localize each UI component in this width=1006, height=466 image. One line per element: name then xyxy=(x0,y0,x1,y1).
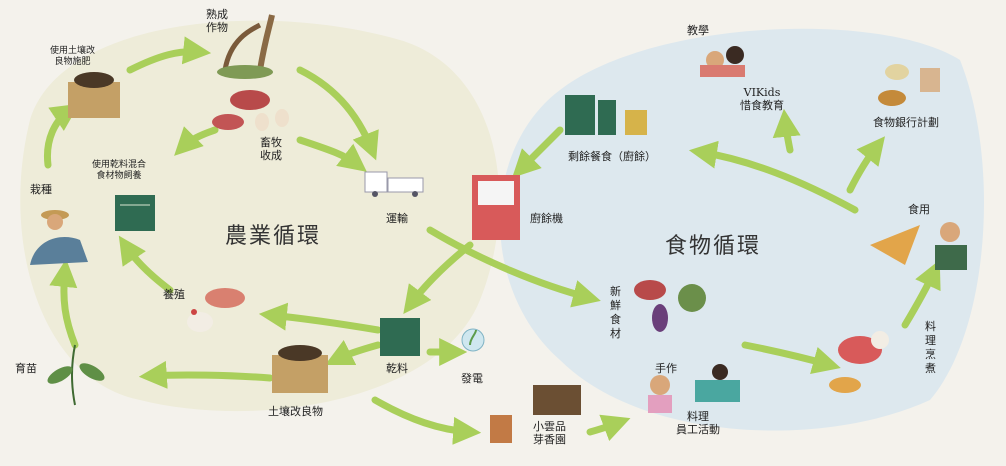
leftover-bins-illustration xyxy=(565,95,647,135)
label-livestock-harvest: 畜牧 收成 xyxy=(260,136,282,162)
dry-feed-illustration xyxy=(380,318,420,356)
feed-bag-illustration xyxy=(115,195,155,231)
arrow-dryfeed-to-micro xyxy=(371,396,482,445)
label-power: 發電 xyxy=(461,372,483,385)
arrow-livestock-to-feedmix xyxy=(174,126,219,156)
arrow-planting-to-soil xyxy=(43,103,80,169)
label-cooking-volunteer: 料理 員工活動 xyxy=(676,410,720,436)
arrow-seedling-to-planting xyxy=(49,258,79,349)
label-seedling: 育苗 xyxy=(15,362,37,375)
arrow-eat-to-leftover xyxy=(688,140,859,214)
teaching-illustration xyxy=(700,46,745,77)
meat-egg-illustration xyxy=(212,90,289,131)
bulb-illustration xyxy=(461,328,485,352)
label-soil-fertilize: 使用土壤改 良物施肥 xyxy=(50,46,96,67)
truck-illustration xyxy=(364,171,424,197)
agri-region xyxy=(20,20,500,412)
eating-illustration xyxy=(870,222,967,270)
label-teaching: 教學 xyxy=(687,24,709,37)
label-soil-amend: 土壤改良物 xyxy=(268,405,323,418)
label-mature-crops: 熟成 作物 xyxy=(206,8,228,34)
soil-amend-illustration xyxy=(272,345,328,393)
kitchen-machine-illustration xyxy=(472,175,520,240)
seedling-illustration xyxy=(47,344,105,406)
soil-bag-illustration xyxy=(68,72,120,118)
arrow-soilamend-to-seedling xyxy=(138,360,274,389)
arrow-leftover-to-vikids xyxy=(772,108,801,154)
arrow-eat-to-foodbank xyxy=(846,136,885,194)
arrow-micro-to-handmade xyxy=(586,414,631,442)
fresh-food-illustration xyxy=(634,280,706,332)
arrow-leftover-to-kitchen xyxy=(512,126,564,178)
arrow-cook-to-eat xyxy=(901,259,941,329)
label-dry-feed: 乾料 xyxy=(386,362,408,375)
label-cook: 料 理 烹 煮 xyxy=(925,320,936,375)
label-feed-mix: 使用乾料混合 食材物飼養 xyxy=(92,160,147,181)
label-breeding: 養殖 xyxy=(163,288,185,301)
farmer-illustration xyxy=(30,210,88,265)
label-leftover: 剩餘餐食（廚餘） xyxy=(568,150,656,163)
pig-chicken-illustration xyxy=(187,288,245,332)
food-region xyxy=(500,28,984,431)
label-vikids: VIKids 惜食教育 xyxy=(740,86,784,112)
label-planting: 栽種 xyxy=(30,183,52,196)
foodbank-illustration xyxy=(878,64,940,106)
food-cycle-title: 食物循環 xyxy=(665,234,762,259)
arrow-crops-to-transport xyxy=(296,66,379,161)
microgreens-illustration xyxy=(490,385,581,443)
label-handmade: 手作 xyxy=(655,362,677,375)
label-microgreens: 小雲品 芽香園 xyxy=(533,420,566,446)
label-fresh-ingredients: 新 鮮 食 材 xyxy=(610,285,621,340)
cooking-illustration xyxy=(829,331,889,393)
label-kitchen-machine: 廚餘機 xyxy=(530,212,563,225)
arrow-soil-to-crops xyxy=(126,36,212,74)
arrow-livestock-to-transport xyxy=(296,136,367,172)
label-foodbank: 食物銀行計劃 xyxy=(873,116,939,129)
arrow-transport-to-fresh xyxy=(426,226,601,308)
people-illustration xyxy=(648,364,740,413)
label-eat: 食用 xyxy=(908,203,930,216)
arrow-fresh-to-cook xyxy=(741,341,841,374)
arrow-breeding-to-feedmix xyxy=(118,235,174,294)
agri-cycle-title: 農業循環 xyxy=(225,224,322,249)
arrow-dryfeed-to-breeding xyxy=(258,302,382,334)
crops-illustration xyxy=(217,14,275,79)
arrow-dryfeed-to-soilamend xyxy=(324,339,382,366)
label-transport: 運輸 xyxy=(386,212,408,225)
